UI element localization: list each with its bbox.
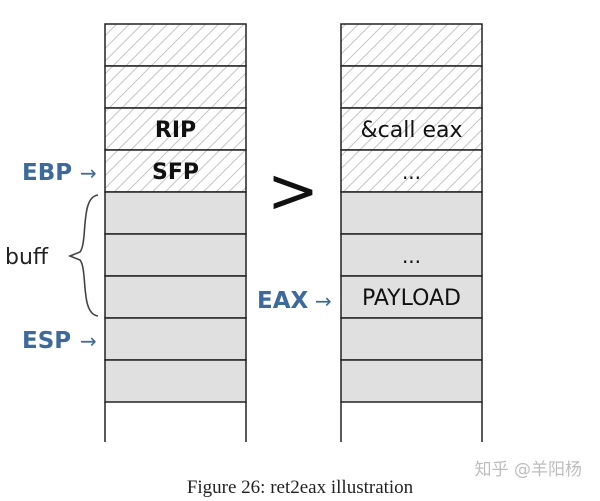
right-stack-cell-label: ... (402, 244, 421, 268)
left-stack-cell (104, 359, 247, 403)
left-stack-cell (104, 107, 247, 151)
left-stack-cell-label: RIP (155, 118, 196, 143)
right-stack-cell-label: ... (402, 160, 421, 184)
watermark: 知乎 @羊阳杨 (474, 460, 582, 480)
buff-label: buff (5, 245, 49, 270)
left-stack-cell-label: SFP (152, 160, 199, 185)
right-stack-cell (340, 65, 483, 109)
left-stack-cell (104, 233, 247, 277)
right-stack-cell (340, 359, 483, 403)
right-stack-cell (340, 149, 483, 193)
right-stack-cell-label: PAYLOAD (362, 286, 461, 311)
right-stack-cell (340, 23, 483, 67)
eax-arrow-icon: → (315, 289, 332, 313)
left-stack-cell (104, 65, 247, 109)
right-stack-cell (340, 317, 483, 361)
right-stack-cell-label: &call eax (361, 118, 463, 143)
left-stack-cell (104, 191, 247, 235)
right-stack-cell (340, 233, 483, 277)
eax-pointer-label: EAX (257, 288, 309, 314)
left-stack-cell (104, 275, 247, 319)
ebp-pointer-label: EBP (22, 160, 72, 186)
left-stack: RIP SFP (104, 23, 247, 442)
ebp-arrow-icon: → (80, 161, 97, 185)
right-stack-cell (340, 191, 483, 235)
esp-pointer-label: ESP (22, 328, 71, 354)
left-stack-cell (104, 23, 247, 67)
left-stack-cell (104, 149, 247, 193)
figure-caption: Figure 26: ret2eax illustration (186, 477, 414, 498)
right-stack: &call eax...... PAYLOAD (340, 23, 483, 442)
transition-symbol: > (267, 154, 319, 227)
left-stack-cell (104, 317, 247, 361)
right-stack-cell (340, 275, 483, 319)
buff-brace (67, 194, 99, 317)
esp-arrow-icon: → (80, 329, 97, 353)
right-stack-cell (340, 107, 483, 151)
